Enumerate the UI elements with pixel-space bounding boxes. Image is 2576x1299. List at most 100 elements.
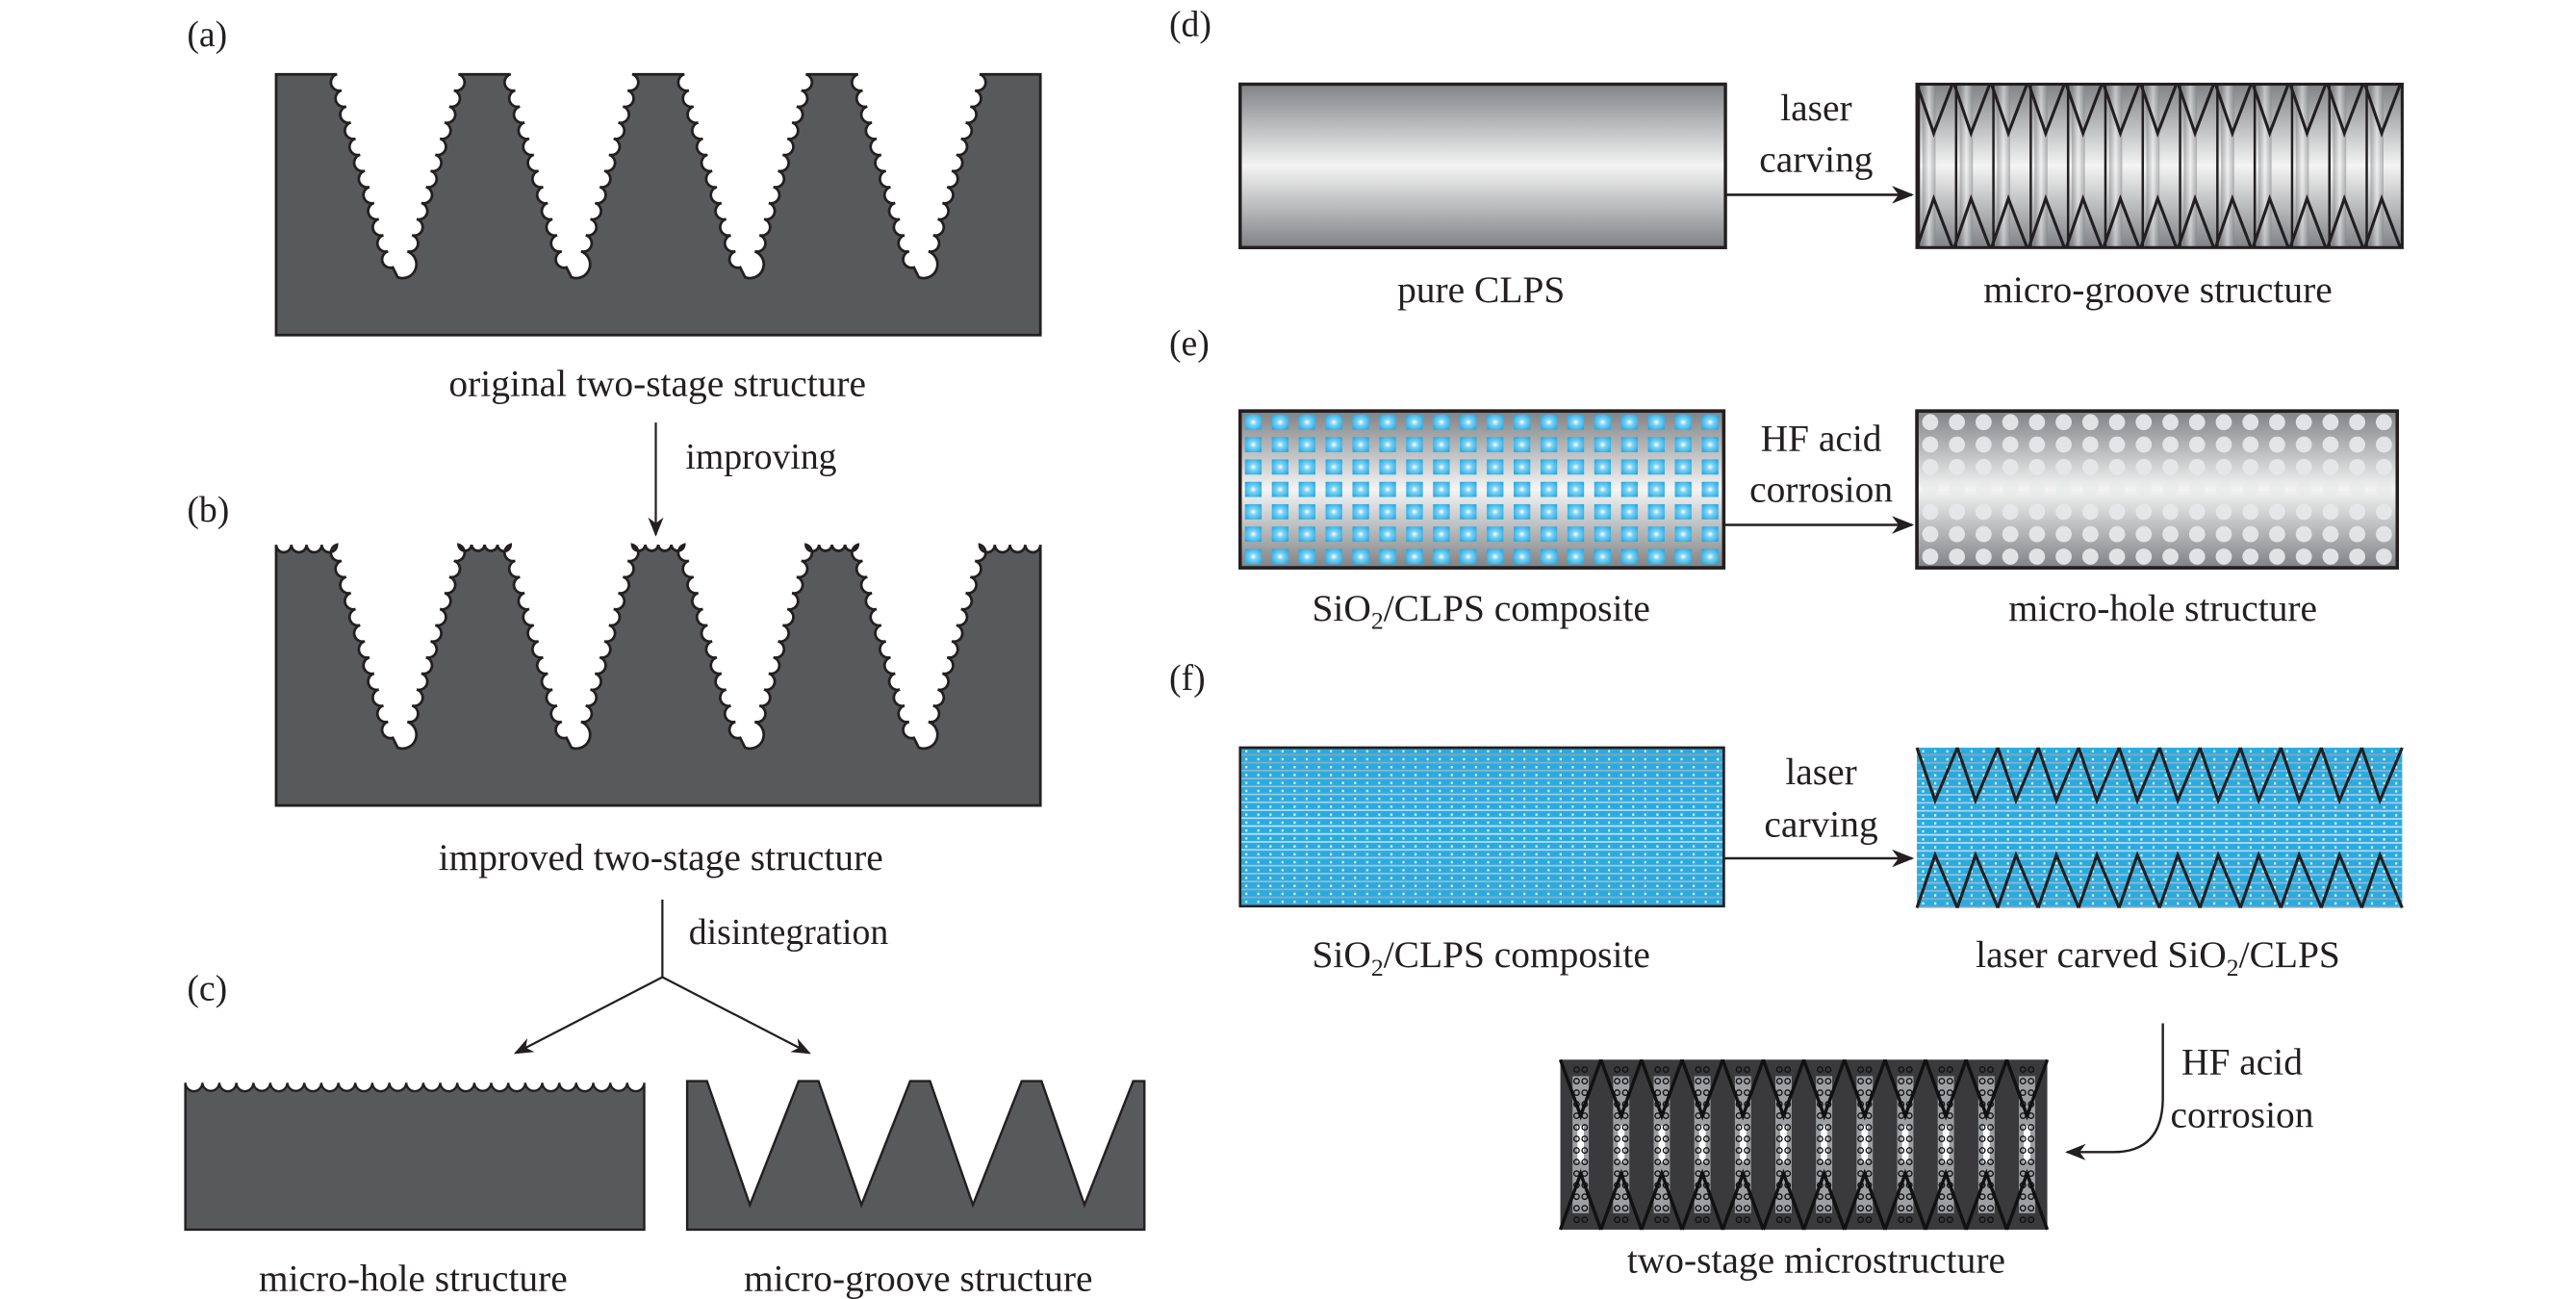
fine-particle bbox=[1970, 781, 1974, 785]
sio2-particle bbox=[1379, 548, 1396, 565]
pore bbox=[1987, 1159, 1994, 1166]
fine-particle bbox=[1317, 860, 1320, 864]
micro-hole bbox=[2215, 414, 2232, 431]
fine-particle bbox=[1439, 900, 1441, 904]
fine-particle bbox=[1487, 774, 1490, 777]
fine-particle bbox=[2285, 853, 2288, 857]
micro-hole bbox=[2002, 525, 2019, 543]
fine-particle bbox=[2006, 766, 2009, 769]
fine-particle bbox=[2249, 805, 2253, 809]
pore bbox=[2028, 1135, 2035, 1143]
pore bbox=[2019, 1066, 2027, 1073]
fine-particle bbox=[2249, 885, 2253, 889]
fine-particle bbox=[1571, 853, 1574, 856]
fine-particle bbox=[1498, 892, 1502, 896]
micro-hole bbox=[2215, 525, 2232, 543]
fine-particle bbox=[2164, 894, 2167, 897]
fine-particle bbox=[2152, 766, 2155, 769]
sio2-particle bbox=[1244, 548, 1262, 565]
sio2-particle bbox=[1514, 459, 1531, 475]
fine-particle bbox=[1474, 789, 1478, 793]
micro-hole bbox=[1922, 481, 1939, 497]
fine-particle bbox=[2116, 766, 2119, 769]
sio2-particle bbox=[1620, 414, 1639, 430]
fine-particle bbox=[2237, 829, 2240, 833]
fine-particle bbox=[2177, 805, 2180, 809]
fine-particle bbox=[2334, 774, 2337, 777]
fine-particle bbox=[1341, 821, 1344, 825]
sio2-particle bbox=[1298, 503, 1315, 520]
fine-particle bbox=[1329, 869, 1333, 872]
fine-particle bbox=[1995, 790, 1998, 793]
fine-particle bbox=[1523, 837, 1526, 840]
sio2-particle bbox=[1406, 503, 1423, 520]
fine-particle bbox=[1305, 805, 1309, 808]
fine-particle bbox=[1426, 813, 1429, 816]
pore bbox=[1905, 1135, 1913, 1143]
fine-particle bbox=[1523, 774, 1526, 777]
fine-particle bbox=[1305, 837, 1309, 840]
fine-particle bbox=[2152, 846, 2155, 849]
sio2-particle bbox=[1567, 459, 1585, 475]
fine-particle bbox=[2006, 750, 2009, 753]
sio2-particle bbox=[1298, 459, 1315, 475]
fine-particle bbox=[2128, 894, 2130, 897]
fine-particle bbox=[1439, 845, 1441, 848]
fine-particle bbox=[2225, 822, 2228, 825]
fine-particle bbox=[2261, 822, 2264, 825]
micro-hole bbox=[2162, 548, 2179, 565]
fine-particle bbox=[1269, 757, 1272, 761]
fine-particle bbox=[1474, 860, 1478, 864]
pore bbox=[1662, 1078, 1670, 1085]
fine-particle bbox=[2140, 798, 2143, 801]
caption-d-left: pure CLPS bbox=[1397, 268, 1565, 311]
fine-particle bbox=[2395, 774, 2398, 777]
fine-particle bbox=[2188, 766, 2191, 769]
fine-particle bbox=[1946, 781, 1949, 785]
micro-hole bbox=[2322, 436, 2339, 453]
fine-particle bbox=[2030, 774, 2034, 777]
fine-particle bbox=[2019, 878, 2022, 881]
fine-particle bbox=[2152, 838, 2155, 841]
fine-particle bbox=[2067, 829, 2070, 833]
fine-particle bbox=[2225, 774, 2228, 777]
fine-particle bbox=[1668, 789, 1671, 793]
fine-particle bbox=[2019, 774, 2022, 777]
sio2-particle bbox=[1325, 481, 1342, 497]
fine-particle bbox=[2383, 838, 2385, 841]
fine-particle bbox=[2152, 781, 2155, 785]
fine-particle bbox=[1354, 877, 1357, 879]
micro-hole bbox=[1976, 414, 1992, 431]
fine-particle bbox=[2395, 798, 2398, 801]
fine-particle bbox=[2152, 790, 2155, 793]
fine-particle bbox=[1281, 869, 1284, 872]
fine-particle bbox=[1644, 813, 1646, 816]
improved-two-stage-structure bbox=[274, 543, 1042, 807]
sio2-particle bbox=[1540, 548, 1558, 565]
fine-particle bbox=[2237, 798, 2240, 801]
fine-particle bbox=[2285, 862, 2288, 865]
fine-particle bbox=[1632, 853, 1635, 856]
pore bbox=[1816, 1216, 1824, 1224]
fine-particle bbox=[2334, 766, 2337, 769]
fine-particle bbox=[1487, 877, 1490, 879]
micro-hole bbox=[2002, 503, 2019, 521]
fine-particle bbox=[1644, 781, 1646, 784]
fine-particle bbox=[1329, 757, 1333, 761]
micro-groove-bottom bbox=[2004, 1168, 2050, 1231]
fine-particle bbox=[1933, 814, 1937, 817]
fine-particle bbox=[2322, 894, 2325, 897]
micro-hole bbox=[2269, 436, 2285, 453]
fine-particle bbox=[2334, 902, 2337, 905]
fine-particle bbox=[1595, 757, 1598, 761]
fine-particle bbox=[1717, 757, 1720, 761]
sio2-particle bbox=[1594, 414, 1612, 430]
fine-particle bbox=[1535, 853, 1538, 856]
pore bbox=[2028, 1216, 2035, 1224]
fine-particle bbox=[1620, 900, 1622, 904]
fine-particle bbox=[1414, 821, 1417, 825]
sio2-particle bbox=[1433, 414, 1450, 430]
fine-particle bbox=[2128, 902, 2130, 905]
fine-particle bbox=[2043, 853, 2046, 857]
fine-particle bbox=[1644, 750, 1646, 753]
